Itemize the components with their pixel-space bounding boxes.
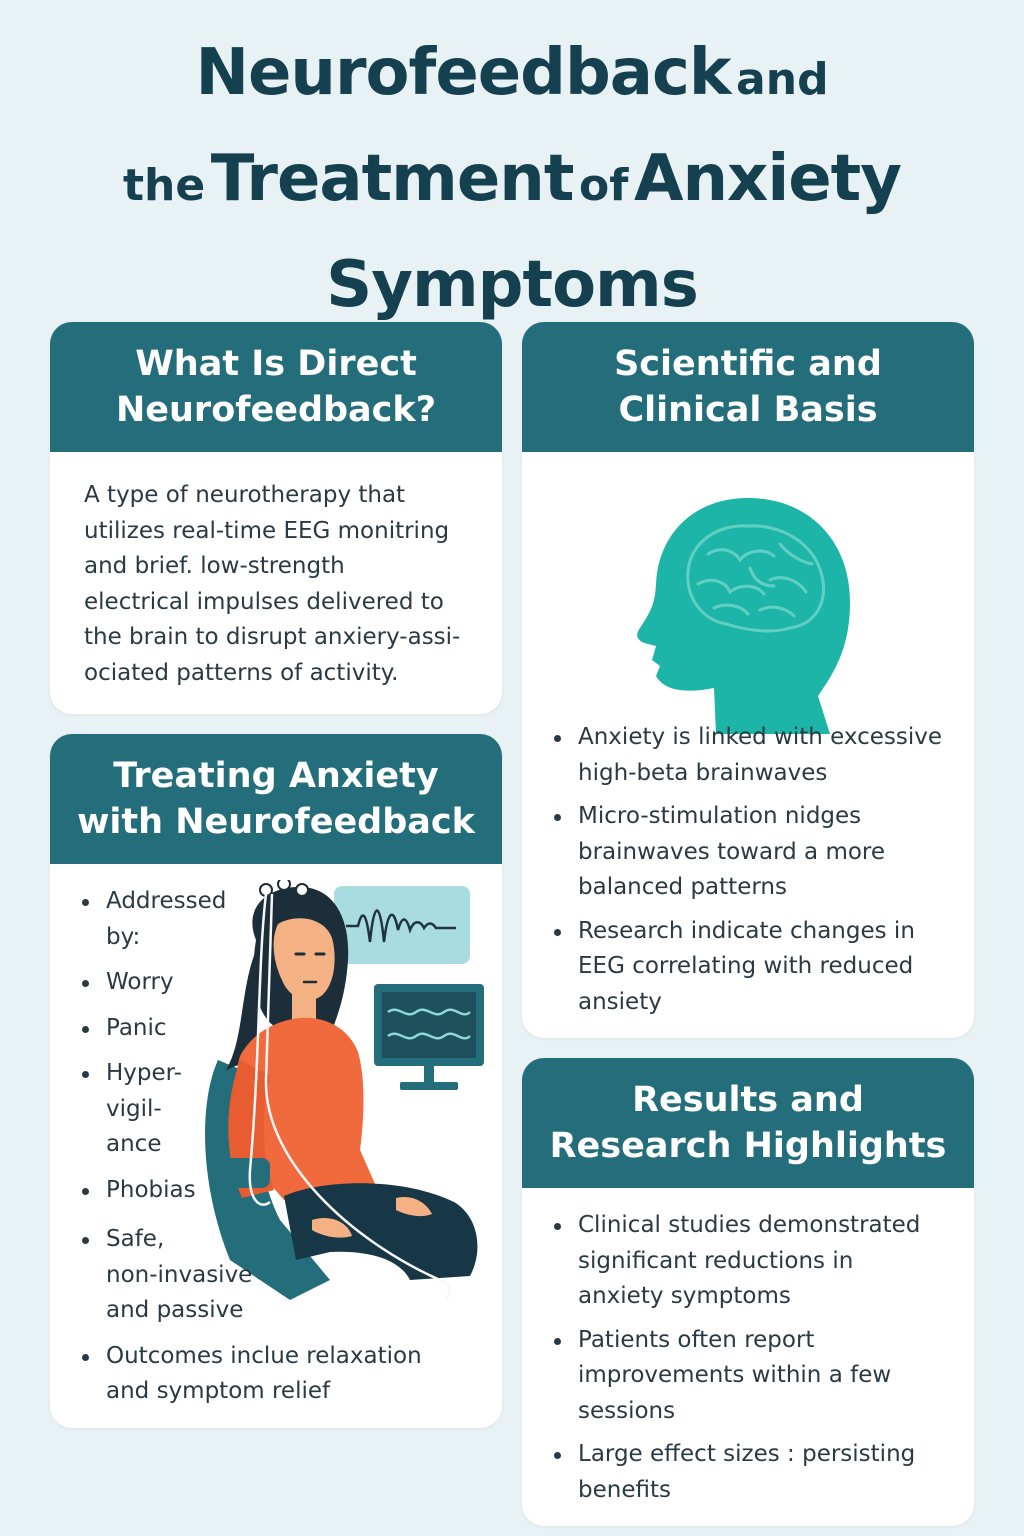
list-item: Large effect sizes : persisting benefits [550, 1437, 962, 1508]
direct-neurofeedback-text: A type of neurotherapy that utilizes rea… [84, 482, 461, 686]
list-item: Panic [78, 1011, 482, 1047]
title-line-3: Symptoms [326, 248, 699, 322]
direct-neurofeedback-heading: What Is Direct Neurofeedback? [50, 322, 502, 452]
list-item: Outcomes inclue relaxation and symptom r… [78, 1339, 482, 1410]
treating-anxiety-heading: Treating Anxiety with Neurofeedback [50, 734, 502, 864]
direct-neurofeedback-card: What Is Direct Neurofeedback? A type of … [50, 322, 502, 714]
title-line-1: Neurofeedback and [195, 36, 829, 110]
scientific-basis-card: Scientific and Clinical Basis Anxiety is… [522, 322, 974, 1038]
scientific-basis-heading: Scientific and Clinical Basis [522, 322, 974, 452]
results-highlights-list: Clinical studies demonstrated significan… [550, 1208, 962, 1508]
list-item: Patients often report improvements withi… [550, 1323, 962, 1430]
list-item: Addressed by: [78, 884, 482, 955]
list-item: Hyper- vigil- ance [78, 1056, 482, 1163]
list-item: Safe, non-invasive and passive [78, 1222, 482, 1329]
list-item: Research indicate changes in EEG correla… [550, 914, 962, 1021]
title-line-2: the Treatment of Anxiety [123, 142, 902, 216]
list-item: Phobias [78, 1173, 482, 1209]
list-item: Micro-stimulation nidges brainwaves towa… [550, 799, 962, 906]
treating-anxiety-list: Addressed by: Worry Panic Hyper- vigil- … [78, 884, 482, 1410]
results-highlights-card: Results and Research Highlights Clinical… [522, 1058, 974, 1526]
list-item: Clinical studies demonstrated significan… [550, 1208, 962, 1315]
scientific-basis-list: Anxiety is linked with excessive high-be… [550, 720, 962, 1020]
list-item: Worry [78, 965, 482, 1001]
page-title: Neurofeedback and the Treatment of Anxie… [0, 28, 1024, 346]
patient-neurofeedback-illustration [200, 877, 490, 1320]
list-item: Anxiety is linked with excessive high-be… [550, 720, 962, 791]
results-highlights-heading: Results and Research Highlights [522, 1058, 974, 1188]
treating-anxiety-card: Treating Anxiety with Neurofeedback [50, 734, 502, 1428]
head-brain-icon [630, 484, 870, 734]
